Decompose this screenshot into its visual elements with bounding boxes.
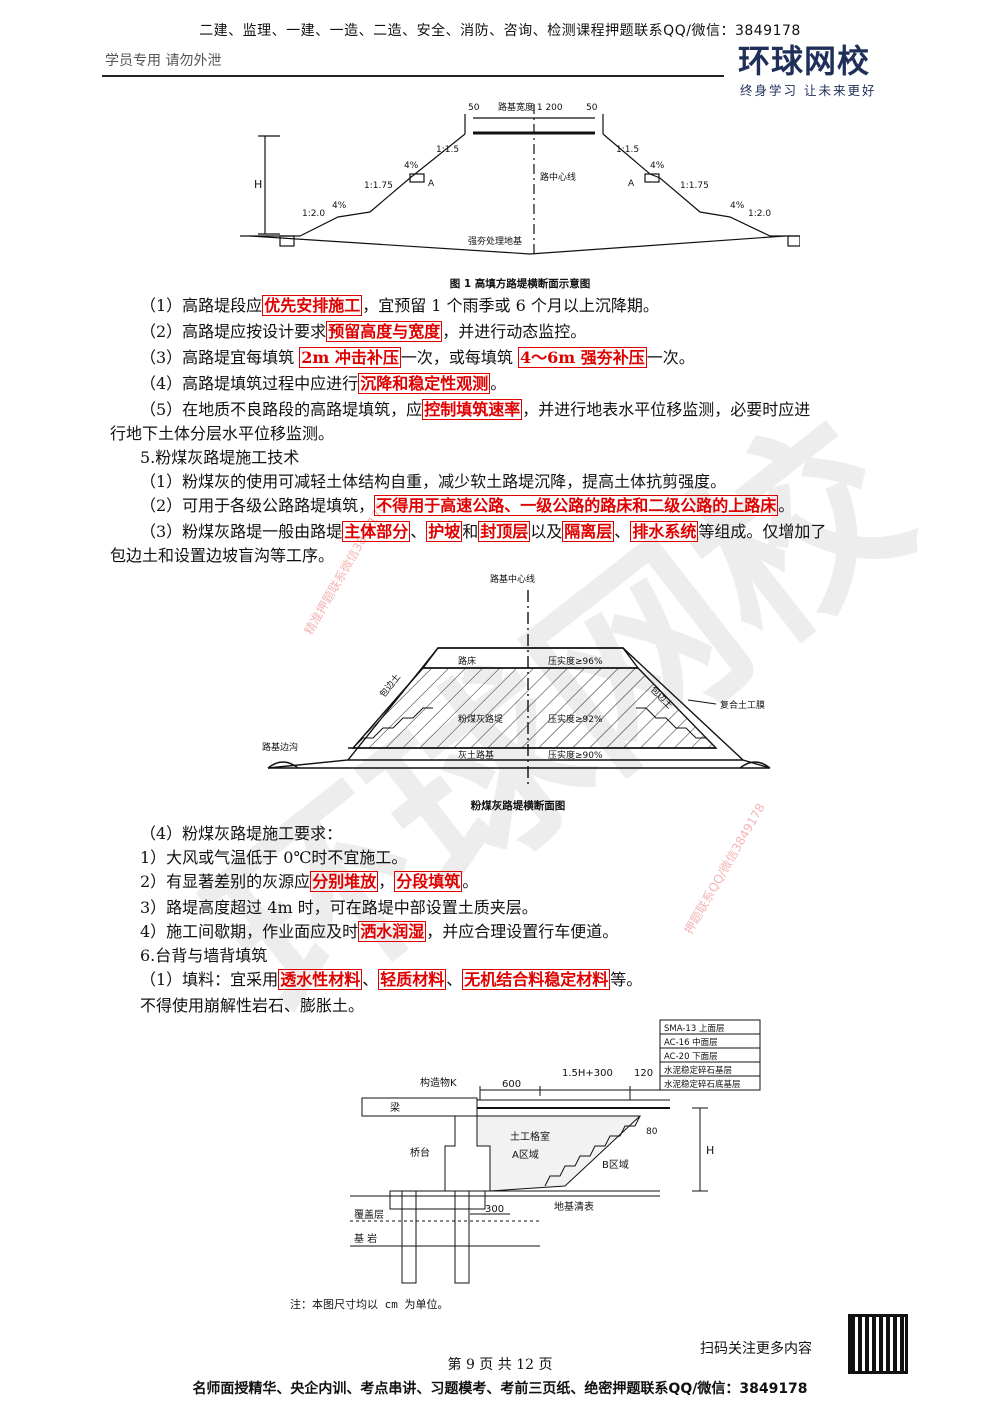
logo-slogan: 终身学习 让未来更好 [740, 83, 877, 98]
bottom-banner: 名师面授精华、央企内训、考点串讲、习题模考、考前三页纸、绝密押题联系QQ/微信：… [192, 1381, 808, 1397]
block1-p5-line2: 行地下土体分层水平位移监测。 [110, 424, 335, 443]
highlight: 4～6m 强夯补压 [518, 347, 647, 368]
fig2-geomembrane: 复合土工膜 [720, 699, 765, 711]
block2-r4: 4）施工间歇期，作业面应及时洒水润湿，并应合理设置行车便道。 [140, 921, 619, 942]
figure-high-embankment: 50 路基宽度 1 200 50 H 1:1.5 1:1.75 1:2.0 1:… [240, 101, 800, 256]
fig1-pct-r2: 4% [730, 201, 745, 211]
fig1-slope-top-right: 1:1.5 [616, 145, 639, 155]
fig1-base: 强夯处理地基 [468, 235, 522, 247]
fig2-compaction-mid: 压实度≥92% [548, 713, 603, 725]
header-rule [102, 75, 724, 77]
logo: 环球网校 [738, 42, 871, 80]
fig2-roadbed: 路床 [458, 655, 476, 667]
block2-p4-title: （4）粉煤灰路堤施工要求： [140, 824, 343, 843]
block1-p4: （4）高路堤填筑过程中应进行沉降和稳定性观测。 [140, 373, 507, 394]
highlight: 预留高度与宽度 [326, 321, 443, 342]
highlight: 优先安排施工 [262, 295, 363, 316]
section5-p3-line2: 包边土和设置边坡盲沟等工序。 [110, 546, 335, 565]
fig1-pct-l1: 4% [404, 161, 419, 171]
figure-abutment-backfill: SMA-13 上面层 AC-16 中面层 AC-20 下面层 水泥稳定碎石基层 … [350, 1019, 761, 1284]
header-left-text: 学员专用 请勿外泄 [105, 53, 222, 69]
fig2-main-body: 粉煤灰路堤 [458, 713, 503, 725]
fig1-slope-top-left: 1:1.5 [436, 145, 459, 155]
fig3-layer-3: AC-20 下面层 [664, 1052, 718, 1062]
fig1-slope-mid-right: 1:1.75 [680, 181, 709, 191]
fig3-layer-4: 水泥稳定碎石基层 [664, 1065, 732, 1076]
highlight: 控制填筑速率 [422, 399, 523, 420]
fig3-cover: 覆盖层 [354, 1208, 384, 1221]
block1-p1: （1）高路堤段应优先安排施工，宜预留 1 个雨季或 6 个月以上沉降期。 [140, 295, 659, 316]
fig2-compaction-top: 压实度≥96% [548, 655, 603, 667]
highlight: 主体部分 [342, 521, 411, 542]
fig3-height: H [706, 1144, 714, 1157]
fig3-geocell: 土工格室 [510, 1130, 550, 1143]
fig3-bedrock: 基 岩 [354, 1232, 377, 1245]
block1-p5: （5）在地质不良路段的高路堤填筑，应控制填筑速率，并进行地表水平位移监测，必要时… [140, 399, 811, 420]
highlight: 2m 冲击补压 [299, 347, 401, 368]
highlight: 轻质材料 [378, 969, 447, 990]
section6-p1: （1）填料：宜采用透水性材料、轻质材料、无机结合料稳定材料等。 [140, 969, 643, 990]
highlight: 无机结合料稳定材料 [462, 969, 611, 990]
fig3-ground-clear: 地基清表 [554, 1200, 594, 1213]
fig1-height: H [254, 178, 262, 191]
highlight: 分段填筑 [394, 871, 463, 892]
fig3-layer-5: 水泥稳定碎石底基层 [664, 1079, 741, 1090]
fig3-structure: 构造物K [420, 1076, 457, 1089]
fig3-dim-600: 600 [502, 1079, 521, 1090]
fig3-beam: 梁 [390, 1101, 400, 1114]
fig1-width-mid: 路基宽度 1 200 [498, 101, 563, 113]
fig2-centerline: 路基中心线 [490, 573, 535, 585]
qr-code[interactable] [848, 1314, 908, 1374]
fig3-zone-a: A区域 [512, 1148, 539, 1161]
fig1-pct-l2: 4% [332, 201, 347, 211]
figure1-caption: 图 1 高填方路堤横断面示意图 [449, 278, 591, 290]
fig1-pct-r1: 4% [650, 161, 665, 171]
top-banner: 二建、监理、一建、一造、二造、安全、消防、咨询、检测课程押题联系QQ/微信：38… [199, 23, 801, 39]
fig3-dim-300: 300 [485, 1204, 504, 1215]
fig2-lime-base: 灰土路基 [458, 749, 494, 761]
highlight: 洒水润湿 [358, 921, 427, 942]
section5-p3: （3）粉煤灰路堤一般由路堤主体部分、护坡和封顶层以及隔离层、排水系统等组成。仅增… [140, 521, 827, 542]
highlight: 封顶层 [478, 521, 531, 542]
section5-title: 5.粉煤灰路堤施工技术 [140, 448, 300, 467]
fig3-abutment: 桥台 [410, 1146, 430, 1159]
section6-p1-line2: 不得使用崩解性岩石、膨胀土。 [140, 996, 365, 1015]
fig1-slope-mid-left: 1:1.75 [364, 181, 393, 191]
highlight: 透水性材料 [278, 969, 363, 990]
figure-flyash-embankment: 路基中心线 路床 压实度≥96% 包边土 包边土 粉煤灰路堤 压实度≥92% 复… [262, 573, 771, 785]
scan-text: 扫码关注更多内容 [700, 1341, 812, 1357]
fig1-slope-bot-right: 1:2.0 [748, 209, 771, 219]
fig3-layer-2: AC-16 中面层 [664, 1037, 718, 1048]
highlight: 沉降和稳定性观测 [358, 373, 491, 394]
highlight: 隔离层 [562, 521, 615, 542]
block1-p3: （3）高路堤宜每填筑 2m 冲击补压一次，或每填筑 4～6m 强夯补压一次。 [140, 347, 695, 368]
fig2-ditch: 路基边沟 [262, 741, 298, 753]
fig2-compaction-bot: 压实度≥90% [548, 749, 603, 761]
block2-r2: 2）有显著差别的灰源应分别堆放，分段填筑。 [140, 871, 479, 892]
figure3-note: 注：本图尺寸均以 cm 为单位。 [290, 1298, 449, 1311]
figure2-caption: 粉煤灰路堤横断面图 [470, 800, 566, 812]
page-number: 第 9 页 共 12 页 [447, 1357, 553, 1373]
section5-p1: （1）粉煤灰的使用可减轻土体结构自重，减少软土路堤沉降，提高土体抗剪强度。 [140, 472, 727, 491]
fig1-centerline: 路中心线 [540, 171, 576, 183]
fig3-zone-b: B区域 [602, 1158, 629, 1171]
fig3-layer-1: SMA-13 上面层 [664, 1024, 724, 1034]
fig1-width-right: 50 [586, 103, 598, 113]
section6-title: 6.台背与墙背填筑 [140, 946, 268, 965]
block2-r3: 3）路堤高度超过 4m 时，可在路堤中部设置土质夹层。 [140, 898, 538, 917]
fig3-dim-80: 80 [646, 1127, 658, 1137]
block2-r1: 1）大风或气温低于 0℃时不宜施工。 [140, 848, 408, 867]
highlight: 护坡 [426, 521, 463, 542]
highlight: 排水系统 [630, 521, 699, 542]
fig1-slope-bot-left: 1:2.0 [302, 209, 325, 219]
block1-p2: （2）高路堤应按设计要求预留高度与宽度，并进行动态监控。 [140, 321, 587, 342]
section5-p2: （2）可用于各级公路路堤填筑，不得用于高速公路、一级公路的路床和二级公路的上路床… [140, 495, 795, 516]
fig3-dim-120: 120 [634, 1068, 653, 1079]
fig1-width-left: 50 [468, 103, 480, 113]
highlight: 分别堆放 [310, 871, 379, 892]
fig1-mark-left: A [428, 179, 435, 189]
fig1-mark-right: A [628, 179, 635, 189]
highlight: 不得用于高速公路、一级公路的路床和二级公路的上路床 [374, 495, 779, 516]
fig3-dim-15h: 1.5H+300 [562, 1068, 613, 1079]
